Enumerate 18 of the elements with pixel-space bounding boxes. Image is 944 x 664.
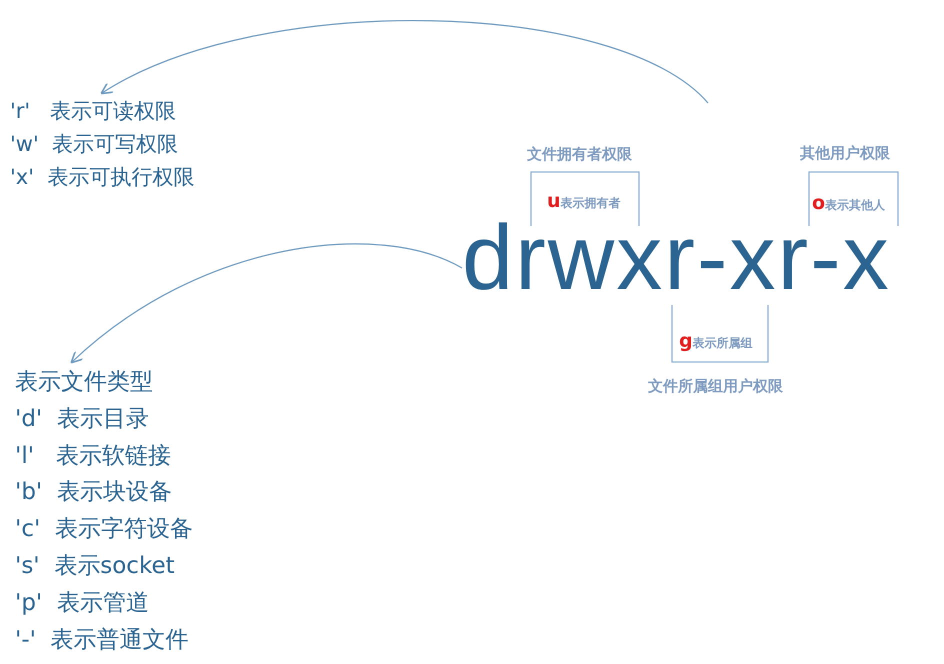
description-text: 's' 表示socket [15, 552, 176, 581]
description-text: 'l' 表示软链接 [15, 442, 172, 471]
description-text: 表示文件类型 [15, 368, 154, 397]
description-text: 'b' 表示块设备 [15, 478, 173, 508]
scope-label: g表示所属组 [679, 330, 753, 352]
bracket-heading: 其他用户权限 [800, 144, 890, 163]
description-text: 'r' 表示可读权限 [10, 98, 178, 125]
description-text: 'w' 表示可写权限 [10, 131, 180, 158]
scope-label: u表示拥有者 [547, 190, 621, 212]
description-text: 'd' 表示目录 [15, 404, 150, 434]
bracket-heading: 文件拥有者权限 [527, 145, 632, 164]
description-text: 'x' 表示可执行权限 [10, 164, 194, 191]
description-text: 'p' 表示管道 [15, 588, 150, 618]
curved-arrow [100, 20, 708, 104]
curved-arrow [70, 243, 462, 364]
description-text: '-' 表示普通文件 [15, 626, 190, 655]
description-text: 'c' 表示字符设备 [15, 515, 193, 544]
bracket-heading: 文件所属组用户权限 [648, 377, 783, 396]
